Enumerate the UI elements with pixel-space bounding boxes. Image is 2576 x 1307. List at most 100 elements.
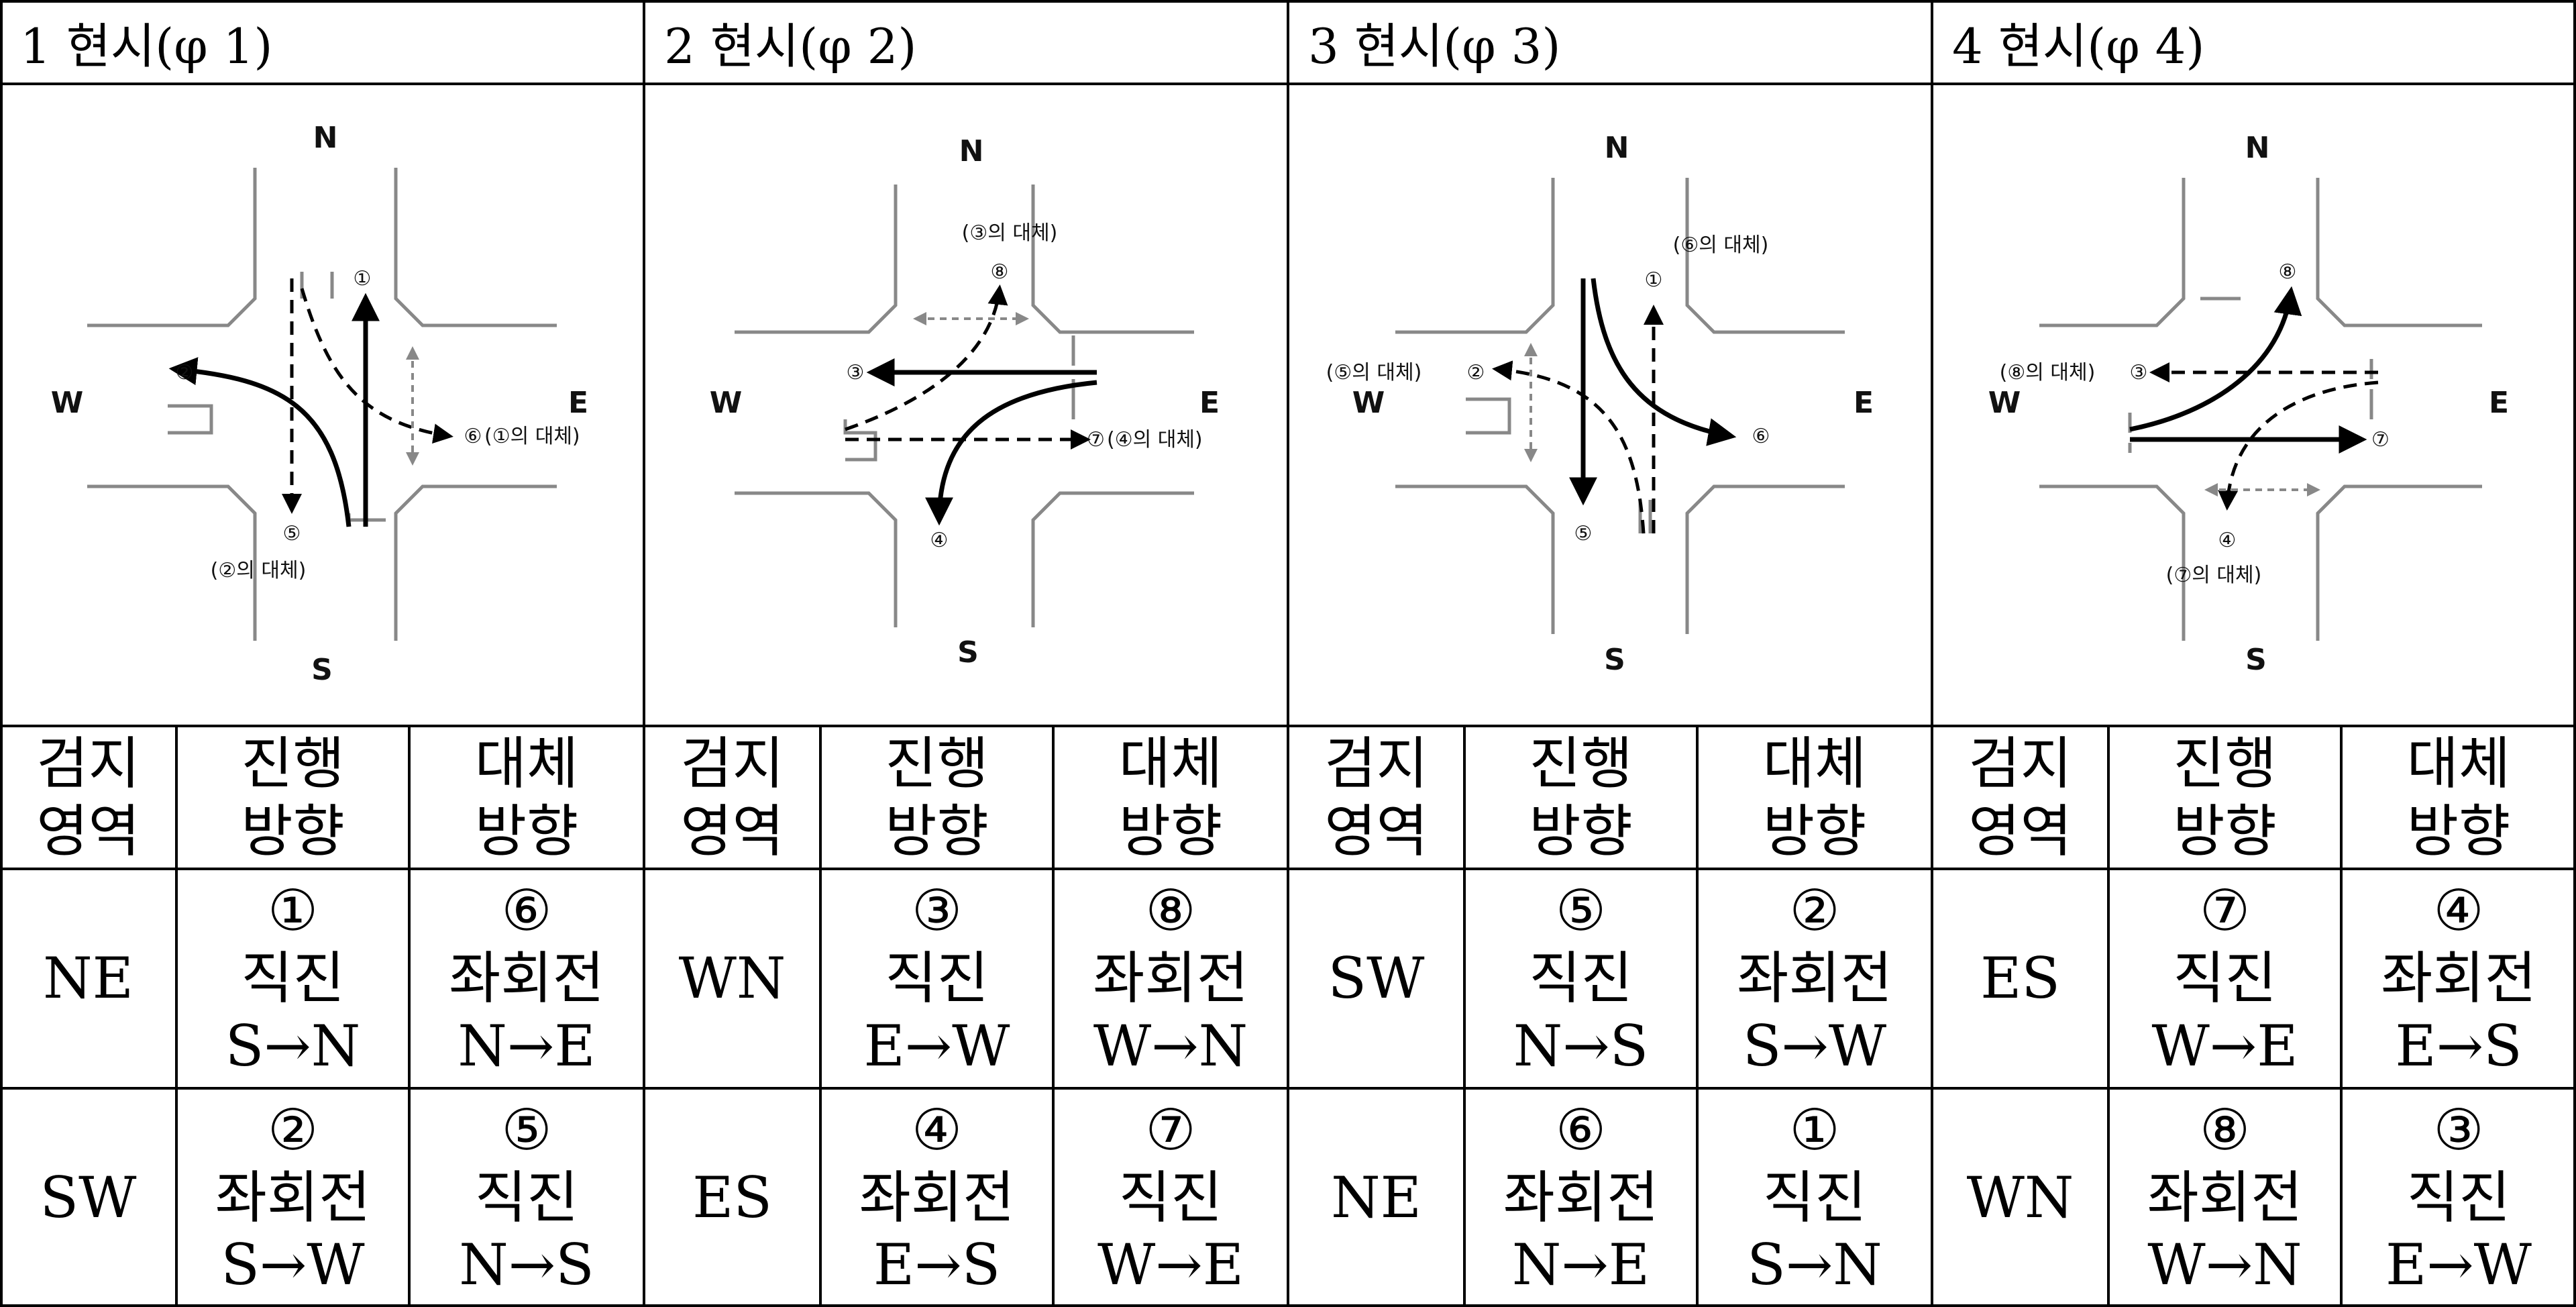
detection-area-cell: SW: [1288, 869, 1464, 1088]
header-text: 영역: [1324, 798, 1428, 866]
movement-number: ④: [2433, 877, 2483, 945]
alt-note: (③의 대체): [962, 221, 1058, 245]
movement-type: 좌회전: [859, 1164, 1015, 1232]
alternate-cell: ③직진E→W: [2341, 1088, 2576, 1307]
movement-cell: ⑧좌회전W→N: [2108, 1088, 2341, 1307]
movement-direction: S→W: [221, 1231, 364, 1299]
compass-n-label: N: [1605, 131, 1629, 165]
header-text: 방향: [885, 798, 989, 866]
movement-direction: N→S: [459, 1231, 594, 1299]
detection-area-cell: ES: [644, 1088, 820, 1307]
movement-type: 직진: [241, 945, 345, 1012]
header-alternate: 대체방향: [409, 726, 644, 869]
compass-w-label: W: [51, 386, 84, 420]
movement-cell: ⑥좌회전N→E: [1464, 1088, 1697, 1307]
header-text: 영역: [680, 798, 784, 866]
phase-1-intersection-diagram: N E S W ① ② ⑤ ⑥ (①의 대체) (②의 대체): [0, 84, 644, 726]
movement-direction: N→E: [1512, 1231, 1650, 1299]
header-detection-area: 검지영역: [644, 726, 820, 869]
movement-type: 직진: [1763, 1164, 1867, 1232]
movement-cell: ⑦직진W→E: [2108, 869, 2341, 1088]
detection-area-cell: NE: [0, 869, 176, 1088]
movement-number: ⑥: [501, 877, 551, 945]
alt-note: (⑤의 대체): [1326, 361, 1422, 384]
movement-type: 직진: [2173, 945, 2277, 1012]
phase-4-intersection-diagram: N E S W ⑦ ⑧ ④ ③ (⑦의 대체) (⑧의 대체): [1932, 84, 2576, 726]
alternate-cell: ⑦직진W→E: [1053, 1088, 1288, 1307]
header-text: 방향: [1763, 798, 1867, 866]
header-text: 진행: [1529, 730, 1633, 798]
compass-n-label: N: [2245, 131, 2270, 165]
compass-e-label: E: [568, 386, 588, 420]
compass-s-label: S: [2245, 643, 2267, 677]
alternate-cell: ⑧좌회전W→N: [1053, 869, 1288, 1088]
header-movement: 진행방향: [176, 726, 409, 869]
compass-w-label: W: [710, 386, 743, 420]
movement-cell: ⑤직진N→S: [1464, 869, 1697, 1088]
movement-label: ①: [354, 267, 372, 291]
movement-label: ⑥: [1752, 425, 1770, 448]
alt-note: (②의 대체): [211, 559, 307, 582]
movement-direction: W→N: [1093, 1012, 1248, 1080]
phase-3-intersection-diagram: N E S W ⑤ ⑥ ① ② (⑥의 대체) (⑤의 대체): [1288, 84, 1932, 726]
header-text: 대체: [2407, 730, 2511, 798]
movement-number: ③: [2433, 1096, 2483, 1164]
movement-type: 직진: [1119, 1164, 1223, 1232]
header-text: 방향: [2407, 798, 2511, 866]
compass-s-label: S: [1604, 643, 1625, 677]
header-alternate: 대체방향: [1697, 726, 1932, 869]
movement-label: ⑧: [2279, 260, 2297, 284]
compass-s-label: S: [957, 635, 979, 670]
movement-label: ⑥: [464, 425, 482, 448]
movement-label: ⑦: [1087, 428, 1105, 452]
movement-label: ⑤: [1574, 522, 1593, 545]
compass-n-label: N: [313, 121, 338, 155]
header-alternate: 대체방향: [2341, 726, 2576, 869]
alternate-cell: ①직진S→N: [1697, 1088, 1932, 1307]
alt-note: (④의 대체): [1107, 428, 1203, 452]
movement-number: ⑦: [1145, 1096, 1195, 1164]
movement-cell: ②좌회전S→W: [176, 1088, 409, 1307]
movement-type: 좌회전: [2381, 945, 2536, 1012]
header-text: 검지: [36, 730, 140, 798]
header-movement: 진행방향: [820, 726, 1053, 869]
movement-type: 좌회전: [2147, 1164, 2303, 1232]
movement-direction: W→N: [2147, 1231, 2302, 1299]
movement-number: ①: [1789, 1096, 1839, 1164]
movement-type: 직진: [2407, 1164, 2511, 1232]
alternate-cell: ⑥좌회전N→E: [409, 869, 644, 1088]
movement-direction: N→E: [458, 1012, 595, 1080]
detection-area-cell: WN: [644, 869, 820, 1088]
header-text: 방향: [2173, 798, 2277, 866]
movement-direction: S→N: [1747, 1231, 1882, 1299]
movement-number: ③: [912, 877, 962, 945]
movement-number: ⑥: [1556, 1096, 1606, 1164]
movement-label: ②: [176, 361, 194, 384]
header-text: 방향: [1119, 798, 1223, 866]
movement-label: ③: [2130, 361, 2148, 384]
compass-e-label: E: [1199, 386, 1220, 420]
movement-type: 좌회전: [1737, 945, 1892, 1012]
movement-number: ②: [268, 1096, 318, 1164]
movement-label: ⑤: [283, 522, 301, 545]
header-detection-area: 검지영역: [1288, 726, 1464, 869]
movement-number: ②: [1789, 877, 1839, 945]
movement-number: ①: [268, 877, 318, 945]
detection-area-cell: WN: [1932, 1088, 2108, 1307]
movement-number: ⑤: [1556, 877, 1606, 945]
header-text: 방향: [241, 798, 345, 866]
header-detection-area: 검지영역: [1932, 726, 2108, 869]
movement-label: ⑧: [991, 260, 1009, 284]
compass-e-label: E: [2489, 386, 2509, 420]
movement-number: ⑧: [2200, 1096, 2250, 1164]
movement-type: 좌회전: [1503, 1164, 1659, 1232]
header-movement: 진행방향: [1464, 726, 1697, 869]
movement-direction: E→W: [863, 1012, 1010, 1080]
movement-direction: W→E: [1097, 1231, 1244, 1299]
header-text: 진행: [2173, 730, 2277, 798]
header-text: 영역: [36, 798, 140, 866]
movement-label: ⑦: [2371, 428, 2390, 452]
compass-w-label: W: [1352, 386, 1385, 420]
phase-2-intersection-diagram: N E S W ③ ④ ⑦ ⑧ (③의 대체) (④의 대체): [644, 84, 1288, 726]
header-text: 진행: [241, 730, 345, 798]
